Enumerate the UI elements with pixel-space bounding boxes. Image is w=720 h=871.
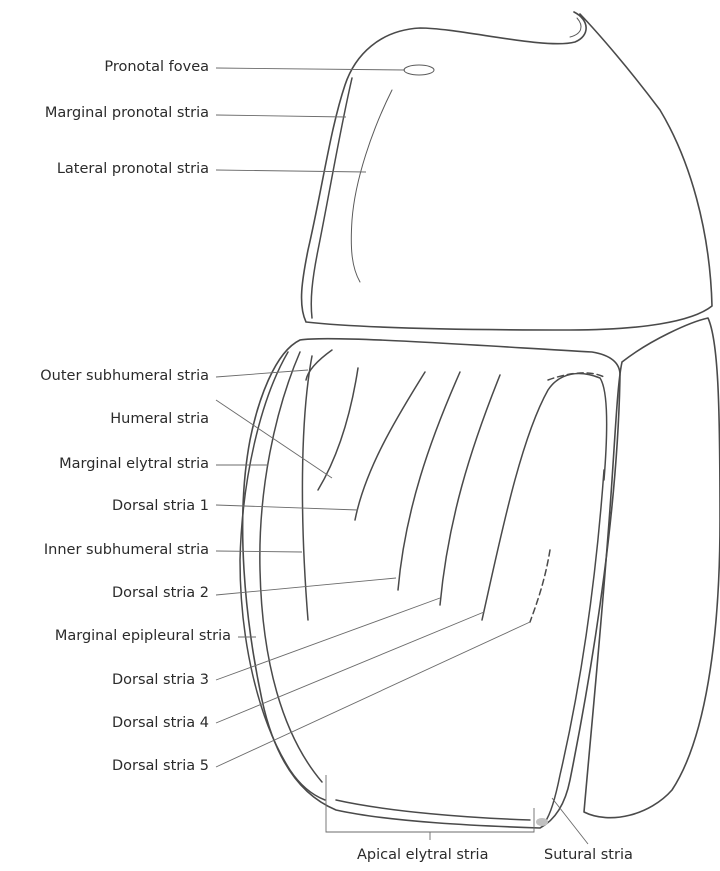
- label-inner-subhumeral-stria: Inner subhumeral stria: [44, 541, 209, 559]
- leader-sutural-stria: [552, 798, 588, 844]
- leader-dorsal-stria-3: [216, 598, 440, 680]
- left-elytron: [240, 339, 620, 828]
- leader-dorsal-stria-1: [216, 505, 358, 510]
- label-sutural-stria: Sutural stria: [544, 846, 633, 864]
- leader-marginal-pronotal-stria: [216, 115, 346, 117]
- label-lateral-pronotal-stria: Lateral pronotal stria: [57, 160, 209, 178]
- leader-lines: [216, 68, 588, 844]
- label-humeral-stria: Humeral stria: [110, 410, 209, 428]
- pronotal-fovea: [404, 65, 434, 75]
- marginal-elytral-stria: [260, 352, 322, 782]
- sutural-apex-mark: [536, 818, 548, 826]
- apical-elytral-stria: [336, 800, 530, 820]
- leader-lateral-pronotal-stria: [216, 170, 366, 172]
- label-dorsal-stria-2: Dorsal stria 2: [112, 584, 209, 602]
- marginal-pronotal-stria: [311, 78, 352, 318]
- label-apical-elytral-stria: Apical elytral stria: [357, 846, 488, 864]
- label-dorsal-stria-3: Dorsal stria 3: [112, 671, 209, 689]
- dorsal-stria-5: [530, 550, 550, 622]
- dorsal-stria-3: [440, 375, 500, 605]
- label-pronotal-fovea: Pronotal fovea: [104, 58, 209, 76]
- left-elytron-outline: [243, 339, 620, 828]
- lateral-pronotal-stria: [351, 90, 392, 282]
- dorsal-stria-4: [482, 374, 607, 620]
- dorsal-stria-2: [398, 372, 460, 590]
- pronotum-outline: [302, 12, 712, 330]
- leader-inner-subhumeral-stria: [216, 551, 302, 552]
- label-marginal-pronotal-stria: Marginal pronotal stria: [45, 104, 209, 122]
- marginal-epipleural-stria: [240, 352, 325, 800]
- label-dorsal-stria-1: Dorsal stria 1: [112, 497, 209, 515]
- leader-dorsal-stria-5: [216, 622, 530, 767]
- pronotum: [302, 12, 712, 330]
- label-marginal-elytral-stria: Marginal elytral stria: [59, 455, 209, 473]
- label-marginal-epipleural-stria: Marginal epipleural stria: [55, 627, 231, 645]
- humeral-stria: [318, 368, 358, 490]
- leader-humeral-stria: [216, 400, 332, 478]
- label-dorsal-stria-4: Dorsal stria 4: [112, 714, 209, 732]
- outer-subhumeral-stria-lower: [302, 356, 312, 620]
- pronotum-inner-outline: [570, 18, 581, 37]
- label-dorsal-stria-5: Dorsal stria 5: [112, 757, 209, 775]
- leader-outer-subhumeral-stria: [216, 370, 308, 377]
- leader-pronotal-fovea: [216, 68, 405, 70]
- sutural-stria: [545, 470, 604, 822]
- label-outer-subhumeral-stria: Outer subhumeral stria: [40, 367, 209, 385]
